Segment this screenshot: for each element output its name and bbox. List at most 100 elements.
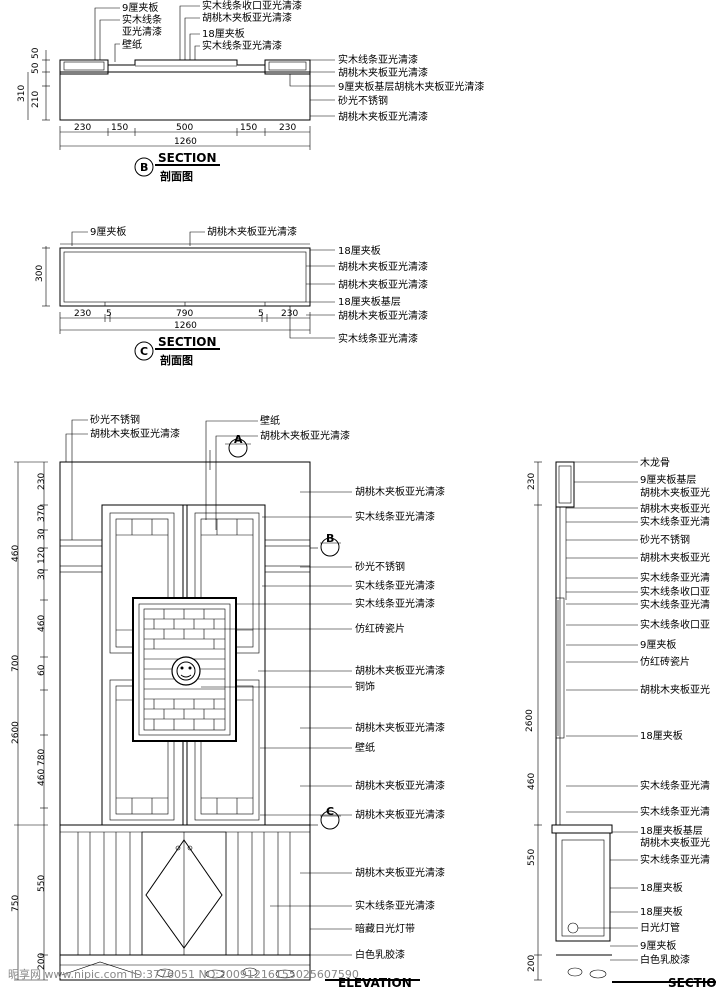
section-c-hdim-2: 5	[106, 309, 112, 319]
elevation-marker-a: A	[234, 433, 243, 446]
section-c-hdim-1: 230	[74, 309, 91, 319]
elevation-dim-outer-1: 460	[11, 545, 21, 562]
section-b-hdim-3: 500	[176, 123, 193, 133]
side-dim-5: 200	[527, 955, 537, 972]
side-callout-20: 实木线条亚光清	[640, 853, 710, 866]
section-b-hdim-2: 150	[111, 123, 128, 133]
side-callout-10: 实木线条亚光清	[640, 598, 710, 611]
side-callout-19: 胡桃木夹板亚光	[640, 836, 710, 849]
elevation-callout-15: 暗藏日光灯带	[355, 922, 415, 935]
section-b-hdim-5: 230	[279, 123, 296, 133]
elevation-callout-13: 胡桃木夹板亚光清漆	[355, 866, 445, 879]
section-c-subheading: 剖面图	[160, 353, 193, 367]
side-callout-24: 9厘夹板	[640, 939, 676, 952]
elevation-dim-10: 460	[37, 769, 47, 786]
section-b-callout-8: 实木线条亚光清漆	[202, 39, 282, 52]
elevation-dim-3: 30	[37, 528, 47, 540]
side-callout-8: 实木线条亚光清	[640, 571, 710, 584]
section-c-callout-5: 胡桃木夹板亚光清漆	[338, 278, 428, 291]
section-b-heading: SECTION	[158, 151, 217, 165]
side-callout-5: 实木线条亚光清	[640, 515, 710, 528]
elevation-dim-6: 460	[37, 615, 47, 632]
section-b-marker: B	[140, 161, 148, 174]
elevation-callout-2: 实木线条亚光清漆	[355, 510, 435, 523]
section-b-callout-9: 实木线条亚光清漆	[338, 53, 418, 66]
elevation-callout-left-3: 壁纸	[260, 414, 280, 427]
section-c-hdim-3: 790	[176, 309, 193, 319]
elevation-callout-14: 实木线条亚光清漆	[355, 899, 435, 912]
side-callout-15: 18厘夹板	[640, 729, 683, 742]
section-c-callout-7: 胡桃木夹板亚光清漆	[338, 309, 428, 322]
elevation-dim-1: 230	[37, 473, 47, 490]
section-b-hdim-4: 150	[240, 123, 257, 133]
elevation-dim-7: 700	[11, 655, 21, 672]
elevation-drawing	[14, 419, 420, 981]
elevation-dim-outer-2: 2600	[11, 721, 21, 744]
section-b-callout-13: 胡桃木夹板亚光清漆	[338, 110, 428, 123]
side-callout-9: 实木线条收口亚	[640, 585, 710, 598]
side-callout-3: 胡桃木夹板亚光	[640, 486, 710, 499]
side-callout-17: 实木线条亚光清	[640, 805, 710, 818]
elevation-callout-12: 胡桃木夹板亚光清漆	[355, 808, 445, 821]
elevation-callout-left-2: 胡桃木夹板亚光清漆	[90, 427, 180, 440]
elevation-heading: ELEVATION	[338, 976, 412, 987]
side-callout-14: 胡桃木夹板亚光	[640, 683, 710, 696]
side-dim-4: 460	[527, 773, 537, 790]
elevation-dim-9: 780	[37, 749, 47, 766]
elevation-callout-16: 白色乳胶漆	[355, 948, 405, 961]
elevation-dim-5: 30	[37, 568, 47, 580]
elevation-dim-12: 200	[37, 953, 47, 970]
side-callout-13: 仿红砖瓷片	[640, 655, 690, 668]
section-c-hdim-4: 5	[258, 309, 264, 319]
side-section-drawing	[534, 461, 716, 983]
section-b-vdim-4: 210	[31, 91, 41, 108]
side-callout-6: 砂光不锈钢	[640, 533, 690, 546]
elevation-dim-2: 370	[37, 505, 47, 522]
section-b-total: 1260	[174, 137, 197, 147]
section-c-total: 1260	[174, 321, 197, 331]
elevation-callout-10: 壁纸	[355, 741, 375, 754]
side-dim-3: 550	[527, 849, 537, 866]
section-c-heading: SECTION	[158, 335, 217, 349]
section-b-callout-5: 实木线条收口亚光清漆	[202, 0, 302, 12]
elevation-callout-4: 实木线条亚光清漆	[355, 579, 435, 592]
section-c-callout-8: 实木线条亚光清漆	[338, 332, 418, 345]
elevation-marker-b: B	[326, 532, 334, 545]
side-callout-11: 实木线条收口亚	[640, 618, 710, 631]
section-c-callout-1: 9厘夹板	[90, 225, 126, 238]
section-b-subheading: 剖面图	[160, 169, 193, 183]
elevation-callout-1: 胡桃木夹板亚光清漆	[355, 485, 445, 498]
section-c-callout-4: 胡桃木夹板亚光清漆	[338, 260, 428, 273]
section-c-callout-2: 胡桃木夹板亚光清漆	[207, 225, 297, 238]
side-callout-16: 实木线条亚光清	[640, 779, 710, 792]
elevation-dim-outer-3: 750	[11, 895, 21, 912]
side-callout-18: 18厘夹板基层	[640, 824, 703, 837]
side-dim-1: 230	[527, 473, 537, 490]
side-callout-22: 18厘夹板	[640, 905, 683, 918]
section-b-hdim-1: 230	[74, 123, 91, 133]
section-b-callout-7: 18厘夹板	[202, 27, 245, 40]
section-c-callout-3: 18厘夹板	[338, 244, 381, 257]
elevation-dim-8: 60	[37, 664, 47, 676]
side-callout-23: 日光灯管	[640, 921, 680, 934]
side-callout-12: 9厘夹板	[640, 638, 676, 651]
section-c-hdim-5: 230	[281, 309, 298, 319]
elevation-marker-c: C	[326, 805, 334, 818]
bronze-ornament-icon	[171, 656, 201, 686]
elevation-callout-left-4: 胡桃木夹板亚光清漆	[260, 429, 350, 442]
side-callout-2: 9厘夹板基层	[640, 473, 696, 486]
elevation-dim-11: 550	[37, 875, 47, 892]
section-b-vdim-3: 310	[17, 85, 27, 102]
section-b-callout-3: 亚光清漆	[122, 25, 162, 38]
elevation-callout-3: 砂光不锈钢	[355, 560, 405, 573]
elevation-callout-5: 实木线条亚光清漆	[355, 597, 435, 610]
section-c-callout-6: 18厘夹板基层	[338, 295, 401, 308]
side-dim-2: 2600	[525, 709, 535, 732]
elevation-callout-9: 胡桃木夹板亚光清漆	[355, 721, 445, 734]
section-b-callout-2: 实木线条	[122, 13, 162, 26]
side-callout-1: 木龙骨	[640, 456, 670, 469]
section-b-vdim-1: 50	[31, 47, 41, 59]
side-section-cut-label: SECTION	[668, 976, 716, 987]
side-callout-25: 白色乳胶漆	[640, 953, 690, 966]
